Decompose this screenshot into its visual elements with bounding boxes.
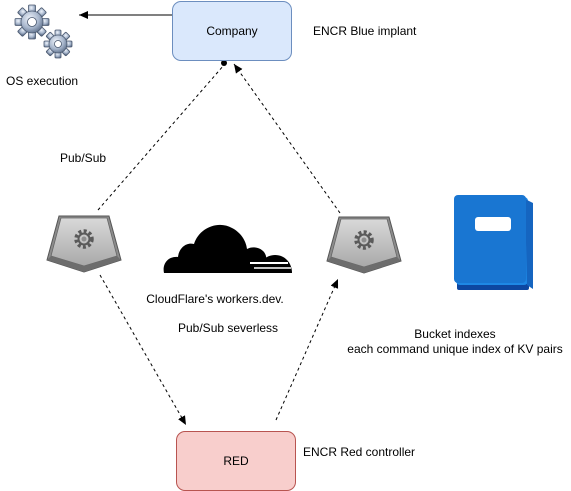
bucket-indexes-label: Bucket indexes xyxy=(414,327,496,341)
edge-left-router-to-company xyxy=(97,64,225,211)
encr-blue-implant-label: ENCR Blue implant xyxy=(313,24,417,38)
edge-red-to-right-router xyxy=(275,278,339,421)
pubsub-label: Pub/Sub xyxy=(60,151,107,165)
gears-icon xyxy=(14,4,73,59)
router-icon-right xyxy=(326,216,402,274)
cloudflare-cloud-icon xyxy=(163,224,292,273)
edge-right-router-to-company xyxy=(233,63,341,214)
os-execution-label: OS execution xyxy=(6,74,79,88)
red-label: RED xyxy=(223,454,249,468)
edge-dot-end xyxy=(221,60,227,66)
company-node[interactable]: Company xyxy=(172,1,292,61)
bucket-indexes-desc: each command unique index of KV pairs xyxy=(347,342,563,356)
company-label: Company xyxy=(206,24,258,38)
book-icon xyxy=(454,195,533,290)
pubsub-serverless-label: Pub/Sub severless xyxy=(178,321,279,335)
encr-red-controller-label: ENCR Red controller xyxy=(303,445,416,459)
router-icon-left xyxy=(46,215,122,273)
edge-left-router-to-red xyxy=(99,274,187,426)
red-node[interactable]: RED xyxy=(176,431,296,491)
cloudflare-label: CloudFlare's workers.dev. xyxy=(146,292,284,306)
